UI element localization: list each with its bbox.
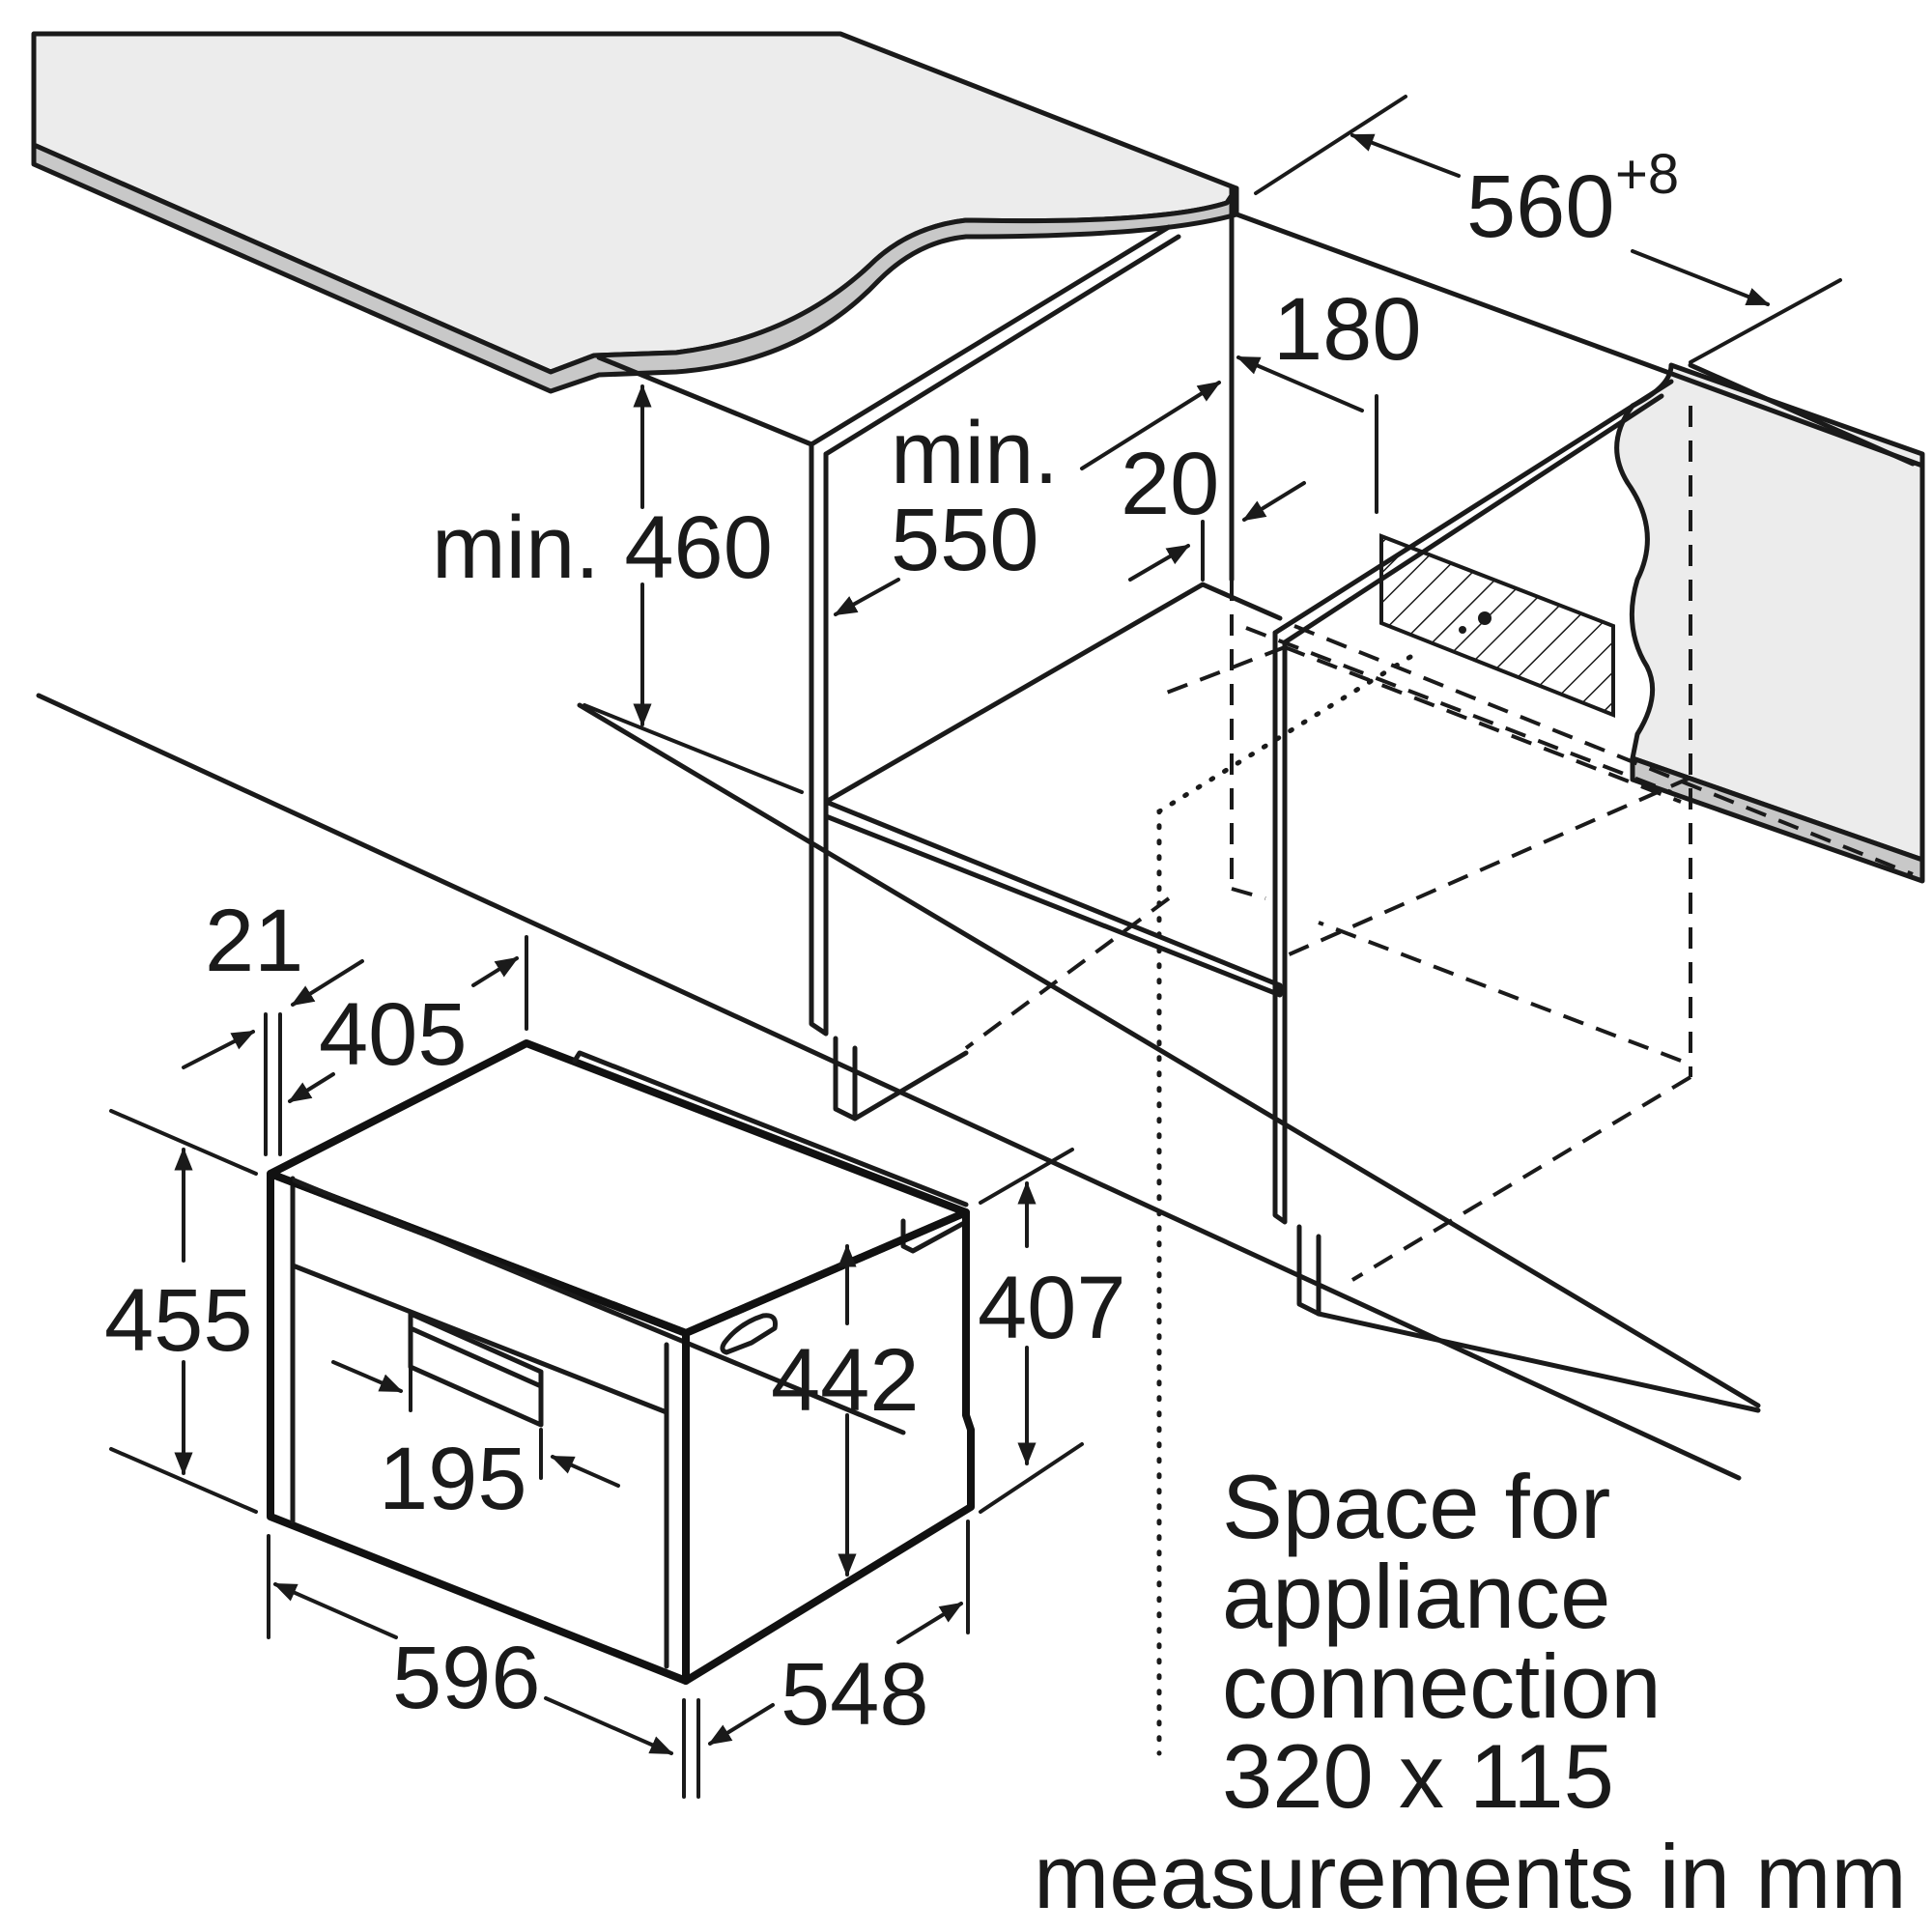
dim-455: 455 — [104, 1271, 253, 1370]
niche-dimension-lines — [582, 95, 1842, 794]
dim-21: 21 — [205, 892, 303, 990]
dim-min-460: min. 460 — [432, 498, 773, 597]
left-countertop — [31, 31, 1239, 394]
dim-560-tolerance: +8 — [1615, 143, 1679, 206]
connection-note: Space for appliance connection 320 x 115 — [1222, 1456, 1662, 1827]
connection-area — [1156, 533, 1672, 1756]
connection-dotted-guide — [1156, 654, 1413, 1756]
oven-side-handle — [720, 1313, 778, 1355]
dim-20: 20 — [1121, 435, 1219, 533]
dim-min-550-label: min. — [891, 404, 1059, 502]
connection-note-line-1: Space for — [1222, 1456, 1610, 1557]
connection-note-line-4: 320 x 115 — [1222, 1725, 1614, 1827]
left-countertop-edge — [31, 142, 1239, 394]
oven — [267, 1039, 975, 1685]
connection-area-hatch — [1379, 533, 1615, 718]
dim-596: 596 — [392, 1629, 541, 1727]
connection-note-line-3: connection — [1222, 1635, 1662, 1737]
dim-560: 560 — [1466, 157, 1615, 256]
dim-548: 548 — [781, 1645, 929, 1744]
oven-side — [682, 1208, 975, 1685]
dim-407: 407 — [978, 1259, 1126, 1357]
dim-405: 405 — [319, 985, 468, 1084]
dim-180: 180 — [1273, 280, 1422, 379]
left-countertop-surface — [31, 31, 1239, 375]
oven-top — [267, 1039, 970, 1337]
dim-550: 550 — [891, 491, 1039, 589]
niche-dimension-labels: min. 460 min. 550 20 180 560 +8 — [432, 143, 1679, 597]
connection-note-line-2: appliance — [1222, 1546, 1610, 1647]
dim-442: 442 — [771, 1331, 920, 1430]
right-countertop — [1614, 362, 1925, 1077]
appliance-dimension-lines — [109, 935, 1084, 1799]
dim-195: 195 — [379, 1430, 527, 1528]
oven-control-display — [408, 1311, 544, 1428]
units-note: measurements in mm — [1034, 1826, 1907, 1927]
built-in-niche — [36, 185, 1925, 1481]
appliance-dimension-labels: 21 405 455 407 442 195 596 548 — [104, 892, 1126, 1744]
